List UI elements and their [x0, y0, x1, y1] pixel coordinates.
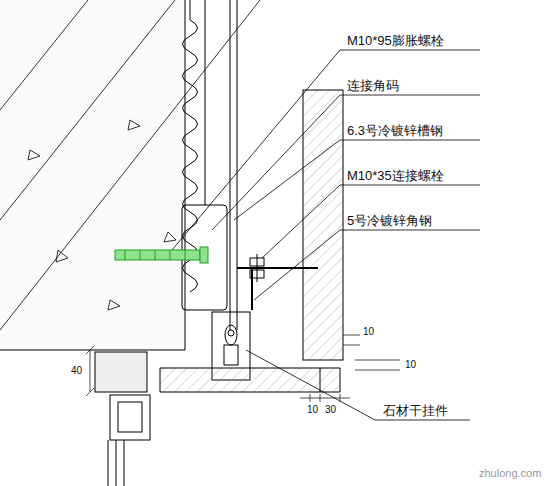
watermark: zhulong.com — [478, 466, 542, 481]
part-label: 石材干挂件 — [382, 403, 449, 418]
dimension: 10 — [362, 326, 375, 337]
insulation — [183, 0, 198, 292]
channel-steel — [205, 0, 206, 205]
concrete-wall — [0, 0, 185, 350]
leader-line — [172, 50, 480, 420]
wall-bottom — [0, 350, 185, 351]
window-frame — [95, 352, 150, 486]
dimension: 40 — [70, 365, 83, 376]
bottom-angle — [160, 368, 340, 392]
wall-face — [185, 0, 186, 350]
bottom-angle — [320, 368, 321, 392]
angle-steel — [251, 268, 253, 310]
concrete-aggregate — [28, 120, 176, 310]
part-label: M10*95膨胀螺栓 — [346, 33, 445, 48]
dimension: 10 — [404, 359, 417, 370]
part-label: 6.3号冷镀锌槽钢 — [346, 123, 444, 138]
section-line — [0, 0, 175, 220]
dimension-line — [86, 335, 400, 402]
section-line — [0, 0, 88, 110]
connection-bolt — [250, 254, 264, 282]
part-label: 5号冷镀锌角钢 — [346, 213, 433, 228]
dimension: 30 — [324, 404, 337, 415]
stone-panel — [303, 90, 343, 360]
part-label: M10*35连接螺栓 — [346, 168, 445, 183]
dimension: 10 — [306, 404, 319, 415]
part-label: 连接角码 — [346, 78, 400, 93]
section-line — [0, 0, 260, 330]
channel-steel — [237, 0, 238, 330]
channel-steel — [230, 0, 231, 330]
expansion-bolt — [115, 247, 208, 263]
